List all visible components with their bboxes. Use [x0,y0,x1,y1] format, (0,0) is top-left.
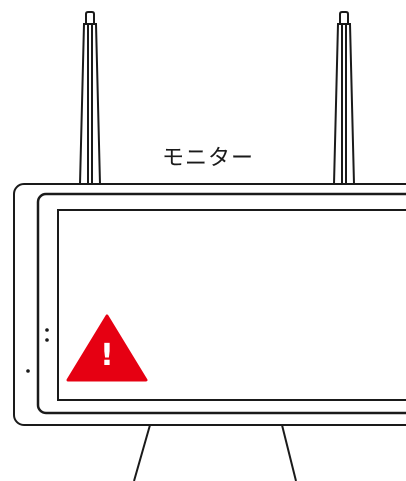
right-antenna [334,12,354,184]
indicator-dot [45,338,49,342]
power-dot [26,369,30,373]
monitor-stand [134,425,296,481]
monitor-label: モニター [162,140,254,172]
left-antenna [80,12,100,184]
indicator-dot [45,328,49,332]
warning-exclamation: ! [95,341,119,371]
